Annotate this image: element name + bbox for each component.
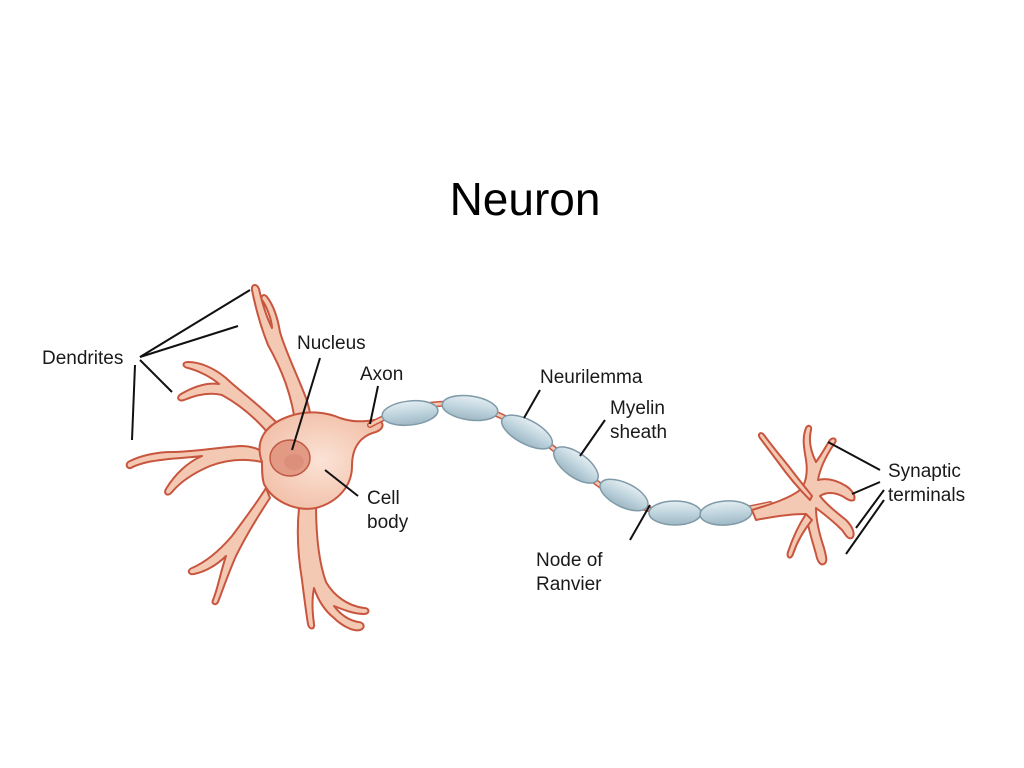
dendrite-bottom [296,499,370,632]
label-cell-body-line2: body [367,512,409,533]
axon-terminal [751,424,856,566]
dendrite-lower [187,487,271,606]
label-cell-body-line1: Cell [367,488,400,509]
leader-lines [131,289,885,555]
myelin-segment [381,399,439,427]
label-synaptic-line2: terminals [888,485,965,506]
myelin-sheath [381,394,753,526]
label-dendrites: Dendrites [42,348,123,369]
myelin-segment [648,500,702,526]
dendrite-left [125,445,267,496]
label-nucleus: Nucleus [297,333,366,354]
label-myelin-line1: Myelin [610,398,665,419]
dendrite-upper-left [177,361,282,439]
label-myelin-line2: sheath [610,422,667,443]
label-synaptic-line1: Synaptic [888,461,961,482]
slide-title: Neuron [449,173,601,225]
label-neurilemma: Neurilemma [540,367,643,388]
myelin-segment [441,394,499,422]
label-axon: Axon [360,364,403,385]
myelin-segment [599,478,649,512]
label-node-line2: Ranvier [536,574,602,595]
dendrite-upper [250,284,313,429]
myelin-segment [699,500,753,526]
label-node-line1: Node of [536,550,603,571]
myelin-segment [500,414,554,450]
myelin-segment [553,446,599,484]
